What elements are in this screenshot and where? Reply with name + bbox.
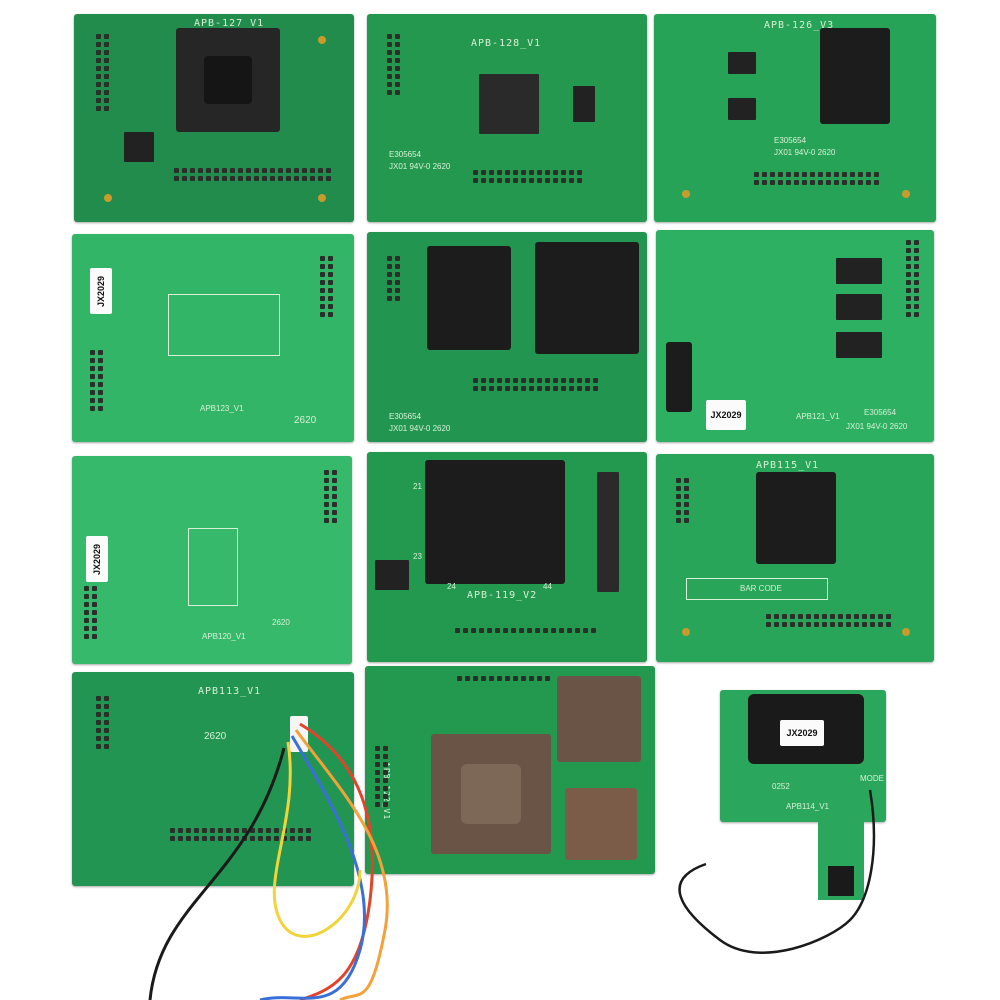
date-marking: 2620 (204, 731, 227, 742)
pin-header (473, 378, 598, 391)
pin-header (387, 256, 400, 301)
adapter-board-apb121: JX2029 APB121_V1 E305654 JX01 94V-0 2620 (656, 230, 934, 442)
adapter-board-apb119: 21 23 24 44 APB-119_V2 (367, 452, 647, 662)
adapter-board-apb114: JX2029 APB114_V1 0252 MODE (720, 690, 886, 822)
date-marking: 2620 (294, 415, 317, 426)
box-header (666, 342, 692, 412)
pin-header (676, 478, 689, 523)
ic-chip (836, 294, 882, 320)
adapter-board-apb128: APB-128_V1 E305654 JX01 94V-0 2620 (367, 14, 647, 222)
mounting-hole (104, 194, 112, 202)
adapter-board-apb115: APB115_V1 BAR CODE (656, 454, 934, 662)
mounting-hole (682, 628, 690, 636)
board-label: APB-127_V1 (194, 18, 265, 29)
sop-socket (535, 242, 639, 354)
model-silkscreen: APB121_V1 (796, 412, 840, 421)
board-label: APB115_V1 (756, 460, 820, 471)
ic-chip (728, 98, 756, 120)
ic-chip (375, 560, 409, 590)
adapter-board-apb122: APB-122_V1 (365, 666, 655, 874)
model-silkscreen: APB123_V1 (200, 404, 244, 413)
board-label: APB-128_V1 (471, 38, 542, 49)
board-label: APB113_V1 (198, 686, 262, 697)
rating-marking: JX01 94V-0 2620 (389, 162, 451, 171)
plcc-socket (557, 676, 641, 762)
plcc-socket (176, 28, 280, 132)
mode-marking: MODE (860, 774, 884, 783)
pin-header (473, 170, 582, 183)
rating-marking: JX01 94V-0 2620 (774, 148, 836, 157)
pin-header (754, 172, 879, 185)
apb114-tab (818, 822, 864, 900)
pin-header (375, 746, 388, 807)
model-silkscreen: APB120_V1 (202, 632, 246, 641)
adapter-board-apb127: APB-127_V1 (74, 14, 354, 222)
plcc-socket (431, 734, 551, 854)
adapter-board-dual-sop: E305654 JX01 94V-0 2620 (367, 232, 647, 442)
qfp-chip (479, 74, 539, 134)
adapter-board-apb120: JX2029 APB120_V1 2620 (72, 456, 352, 664)
pin-number: 44 (543, 582, 552, 591)
mounting-hole (318, 194, 326, 202)
ic-chip (836, 258, 882, 284)
mounting-hole (902, 628, 910, 636)
ul-marking: E305654 (389, 412, 422, 421)
pin-header (387, 34, 400, 95)
ic-chip (836, 332, 882, 358)
pin-header (457, 676, 550, 681)
mounting-hole (902, 190, 910, 198)
sop-socket (756, 472, 836, 564)
adapter-board-apb126: APB-126_V3 E305654 JX01 94V-0 2620 (654, 14, 936, 222)
pin-header (90, 350, 103, 411)
tsop-footprint (168, 294, 280, 356)
pin-header (96, 34, 109, 111)
tsop-footprint (188, 528, 238, 606)
mounting-hole (682, 190, 690, 198)
ul-marking: E305654 (774, 136, 807, 145)
pin-header (324, 470, 337, 523)
date-marking: 0252 (772, 782, 790, 791)
adapter-board-apb113: APB113_V1 2620 (72, 672, 354, 886)
ic-chip (728, 52, 756, 74)
pin-header (455, 628, 596, 633)
pin-header (320, 256, 333, 317)
ul-marking: E305654 (864, 408, 897, 417)
board-label: APB-126_V3 (764, 20, 835, 31)
sop-socket (820, 28, 890, 124)
adapter-board-apb123: JX2029 APB123_V1 2620 (72, 234, 354, 442)
ic-chip (124, 132, 154, 162)
rating-marking: JX01 94V-0 2620 (389, 424, 451, 433)
model-silkscreen: APB114_V1 (786, 802, 829, 811)
rating-marking: JX01 94V-0 2620 (846, 422, 908, 431)
ic-chip (597, 472, 619, 592)
pin-number: 24 (447, 582, 456, 591)
mounting-hole (318, 36, 326, 44)
pin-header (174, 168, 331, 181)
sop-socket (427, 246, 511, 350)
pin-header (906, 240, 919, 317)
bar-code-box (686, 578, 828, 600)
pin-header (766, 614, 891, 627)
jx2029-sticker: JX2029 (780, 720, 824, 746)
plcc-socket (565, 788, 637, 860)
jx2029-sticker: JX2029 (706, 400, 746, 430)
ic-chip (573, 86, 595, 122)
ul-marking: E305654 (389, 150, 422, 159)
pin-number: 23 (413, 552, 422, 561)
pin-header (84, 586, 97, 639)
board-label: APB-119_V2 (467, 590, 538, 601)
pin-header (96, 696, 109, 749)
pin-number: 21 (413, 482, 422, 491)
date-marking: 2620 (272, 618, 290, 627)
bar-code-label: BAR CODE (740, 584, 782, 593)
tsop-socket (425, 460, 565, 584)
